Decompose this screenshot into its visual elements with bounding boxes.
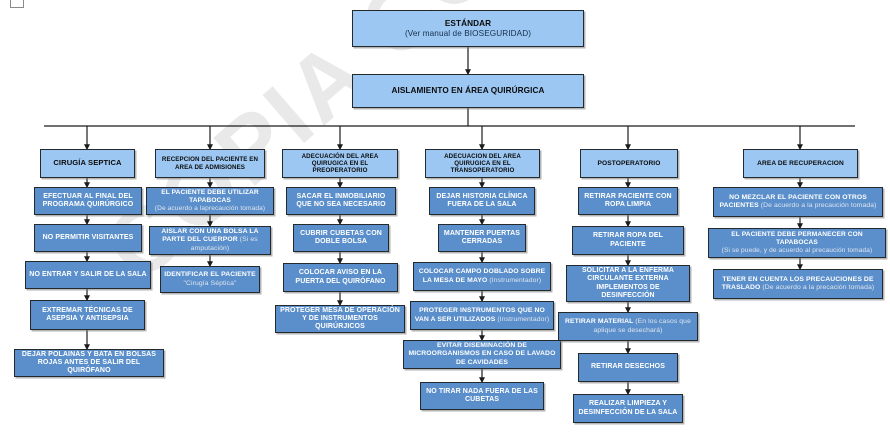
node-step-c1-3[interactable]: NO ENTRAR Y SALIR DE LA SALA (25, 261, 151, 289)
node-step-c4-3-title: COLOCAR CAMPO DOBLADO SOBRE LA MESA DE M… (418, 268, 546, 284)
node-header-cirugia-septica[interactable]: CIRUGÍA SEPTICA (40, 149, 135, 178)
node-step-c6-2-text: EL PACIENTE DEBE PERMANECER CON TAPABOCA… (709, 231, 885, 254)
node-step-c4-1[interactable]: DEJAR HISTORIA CLÍNICA FUERA DE LA SALA (429, 187, 535, 215)
node-step-c4-3-sub: (Instrumentador) (489, 276, 542, 284)
node-step-c2-2-sub: (Si es amputación) (190, 236, 258, 252)
node-step-c4-4[interactable]: PROTEGER INSTRUMENTOS QUE NO VAN A SER U… (410, 301, 554, 330)
node-step-c3-3-title: COLOCAR AVISO EN LA PUERTA DEL QUIRÓFANO (295, 269, 386, 285)
node-step-c5-3-title: SOLICITAR A LA ENFERMA CIRCULANTE EXTERN… (581, 267, 675, 299)
node-root-title: ESTÁNDAR (444, 18, 492, 28)
node-step-c4-3-text: COLOCAR CAMPO DOBLADO SOBRE LA MESA DE M… (414, 268, 550, 284)
node-header-postoperatorio[interactable]: POSTOPERATORIO (580, 149, 678, 178)
node-step-c5-5-title: RETIRAR DESECHOS (591, 363, 665, 371)
node-step-c6-3[interactable]: TENER EN CUENTA LOS PRECAUCIONES DE TRAS… (713, 269, 883, 299)
node-step-c2-3[interactable]: IDENTIFICAR EL PACIENTE "Cirugía Séptica… (160, 266, 260, 293)
node-step-c4-5[interactable]: EVITAR DISEMINACIÓN DE MICROORGANISMOS E… (403, 340, 561, 369)
node-root[interactable]: ESTÁNDAR (Ver manual de BIOSEGURIDAD) (352, 10, 584, 47)
node-step-c2-3-text: IDENTIFICAR EL PACIENTE "Cirugía Séptica… (161, 271, 259, 287)
node-step-c4-4-text: PROTEGER INSTRUMENTOS QUE NO VAN A SER U… (411, 307, 553, 323)
node-step-c3-1[interactable]: SACAR EL INMOBILIARIO QUE NO SEA NECESAR… (286, 187, 396, 215)
node-step-c5-3[interactable]: SOLICITAR A LA ENFERMA CIRCULANTE EXTERN… (566, 265, 690, 302)
node-step-c3-4[interactable]: PROTEGER MESA DE OPERACIÓN Y DE INSTRUME… (275, 305, 405, 333)
node-step-c1-1[interactable]: EFECTUAR AL FINAL DEL PROGRAMA QUIRÚRGIC… (34, 187, 142, 215)
node-step-c2-2-text: AISLAR CON UNA BOLSA LA PARTE DEL CUERPO… (150, 228, 270, 252)
node-step-c1-3-title: NO ENTRAR Y SALIR DE LA SALA (29, 270, 147, 278)
node-step-c4-1-title: DEJAR HISTORIA CLÍNICA FUERA DE LA SALA (436, 192, 528, 208)
node-step-c2-1[interactable]: EL PACIENTE DEBE UTILIZAR TAPABOCAS (De … (146, 187, 274, 215)
node-step-c5-2[interactable]: RETIRAR ROPA DEL PACIENTE (572, 226, 684, 255)
node-header-recepcion-admisiones-title: RECEPCION DEL PACIENTE EN AREA DE ADMISI… (161, 156, 259, 171)
node-step-c2-3-sub: "Cirugía Séptica" (183, 279, 237, 287)
node-step-c3-2-title: CUBRIR CUBETAS CON DOBLE BOLSA (300, 229, 382, 245)
node-step-c5-5[interactable]: RETIRAR DESECHOS (578, 353, 678, 382)
node-step-c4-4-title: PROTEGER INSTRUMENTOS QUE NO VAN A SER U… (414, 307, 545, 323)
node-header-recuperacion[interactable]: AREA DE RECUPERACION (743, 149, 858, 178)
node-step-c4-2[interactable]: MANTENER PUERTAS CERRADAS (438, 224, 526, 252)
node-step-c2-2[interactable]: AISLAR CON UNA BOLSA LA PARTE DEL CUERPO… (149, 226, 271, 255)
node-step-c5-4-text: RETIRAR MATERIAL (En los casos que apliq… (559, 318, 697, 334)
node-step-c1-1-title: EFECTUAR AL FINAL DEL PROGRAMA QUIRÚRGIC… (42, 192, 134, 208)
node-header-transoperatorio-title: ADECUACION DEL AREA QUIRUGICA EN EL TRAN… (444, 152, 521, 175)
node-step-c4-5-title: EVITAR DISEMINACIÓN DE MICROORGANISMOS E… (408, 342, 556, 366)
node-header-recepcion-admisiones[interactable]: RECEPCION DEL PACIENTE EN AREA DE ADMISI… (155, 149, 265, 178)
node-level2-text: AISLAMIENTO EN ÁREA QUIRÚRGICA (391, 86, 545, 96)
node-step-c4-2-title: MANTENER PUERTAS CERRADAS (443, 229, 521, 245)
node-header-transoperatorio[interactable]: ADECUACION DEL AREA QUIRUGICA EN EL TRAN… (425, 149, 540, 178)
node-step-c5-4-sub: (En los casos que aplique se desechará) (593, 318, 691, 334)
node-step-c3-3[interactable]: COLOCAR AVISO EN LA PUERTA DEL QUIRÓFANO (283, 263, 398, 292)
node-step-c1-5-title: DEJAR POLAINAS Y BATA EN BOLSAS ROJAS AN… (21, 350, 157, 375)
node-step-c1-4-title: EXTREMAR TÉCNICAS DE ASEPSIA Y ANTISEPSI… (42, 306, 133, 322)
node-step-c5-4[interactable]: RETIRAR MATERIAL (En los casos que apliq… (558, 312, 698, 341)
node-header-preoperatorio[interactable]: ADECUACIÓN DEL AREA QUIRUGICA EN EL PREO… (282, 149, 398, 178)
node-step-c6-1-title: NO MEZCLAR EL PACIENTE CON OTROS PACIENT… (719, 193, 867, 209)
node-step-c6-3-sub: (De acuerdo a la precación tomada) (762, 284, 875, 291)
node-step-c3-4-title: PROTEGER MESA DE OPERACIÓN Y DE INSTRUME… (280, 306, 400, 331)
node-step-c2-3-title: IDENTIFICAR EL PACIENTE (164, 271, 256, 279)
node-level2[interactable]: AISLAMIENTO EN ÁREA QUIRÚRGICA (352, 74, 584, 108)
node-header-preoperatorio-title: ADECUACIÓN DEL AREA QUIRUGICA EN EL PREO… (301, 152, 379, 175)
node-step-c4-6-title: NO TIRAR NADA FUERA DE LAS CUBETAS (426, 387, 538, 403)
node-step-c1-2[interactable]: NO PERMITIR VISITANTES (34, 224, 142, 252)
node-step-c5-4-title: RETIRAR MATERIAL (565, 318, 634, 326)
node-step-c4-6[interactable]: NO TIRAR NADA FUERA DE LAS CUBETAS (420, 382, 544, 410)
node-header-postoperatorio-title: POSTOPERATORIO (597, 159, 661, 167)
node-step-c3-2[interactable]: CUBRIR CUBETAS CON DOBLE BOLSA (293, 224, 389, 252)
node-step-c4-3[interactable]: COLOCAR CAMPO DOBLADO SOBRE LA MESA DE M… (413, 262, 551, 291)
node-step-c5-1[interactable]: RETIRAR PACIENTE CON ROPA LIMPIA (578, 187, 678, 215)
node-step-c5-6[interactable]: REALIZAR LIMPIEZA Y DESINFECCIÓN DE LA S… (573, 394, 683, 423)
node-step-c2-1-sub: (De acuerdo a laprecaución tomada) (154, 204, 266, 212)
node-step-c4-4-sub: (Instrumentador) (497, 315, 550, 323)
node-step-c1-4[interactable]: EXTREMAR TÉCNICAS DE ASEPSIA Y ANTISEPSI… (30, 300, 145, 330)
page-corner-marker-icon (10, 0, 24, 8)
node-step-c6-1-sub: (De acuerdo a la precaución tomada) (760, 202, 877, 209)
node-step-c6-2-sub: (Si se puede, y de acuerdo al precaución… (721, 246, 873, 254)
node-step-c5-6-title: REALIZAR LIMPIEZA Y DESINFECCIÓN DE LA S… (578, 400, 678, 416)
node-header-cirugia-septica-title: CIRUGÍA SEPTICA (53, 158, 122, 168)
node-root-subtitle: (Ver manual de BIOSEGURIDAD) (404, 28, 532, 38)
node-step-c2-2-title: AISLAR CON UNA BOLSA LA PARTE DEL CUERPO… (161, 228, 259, 244)
node-step-c1-5[interactable]: DEJAR POLAINAS Y BATA EN BOLSAS ROJAS AN… (14, 349, 164, 377)
node-step-c6-2-title: EL PACIENTE DEBE PERMANECER CON TAPABOCA… (731, 231, 863, 247)
node-step-c6-3-title: TENER EN CUENTA LOS PRECAUCIONES DE TRAS… (721, 275, 874, 291)
node-step-c3-1-title: SACAR EL INMOBILIARIO QUE NO SEA NECESAR… (296, 192, 386, 208)
node-step-c1-2-title: NO PERMITIR VISITANTES (42, 233, 134, 241)
node-step-c6-2[interactable]: EL PACIENTE DEBE PERMANECER CON TAPABOCA… (708, 228, 886, 258)
node-step-c6-1-text: NO MEZCLAR EL PACIENTE CON OTROS PACIENT… (714, 194, 882, 210)
node-header-recuperacion-title: AREA DE RECUPERACION (757, 159, 844, 167)
node-step-c5-2-title: RETIRAR ROPA DEL PACIENTE (592, 232, 664, 248)
node-step-c5-1-title: RETIRAR PACIENTE CON ROPA LIMPIA (584, 192, 672, 208)
node-step-c2-1-text: EL PACIENTE DEBE UTILIZAR TAPABOCAS (De … (147, 189, 273, 212)
node-step-c6-3-text: TENER EN CUENTA LOS PRECAUCIONES DE TRAS… (714, 276, 882, 292)
node-step-c2-1-title: EL PACIENTE DEBE UTILIZAR TAPABOCAS (161, 189, 259, 205)
node-root-text: ESTÁNDAR (Ver manual de BIOSEGURIDAD) (353, 19, 583, 38)
node-step-c6-1[interactable]: NO MEZCLAR EL PACIENTE CON OTROS PACIENT… (713, 187, 883, 217)
